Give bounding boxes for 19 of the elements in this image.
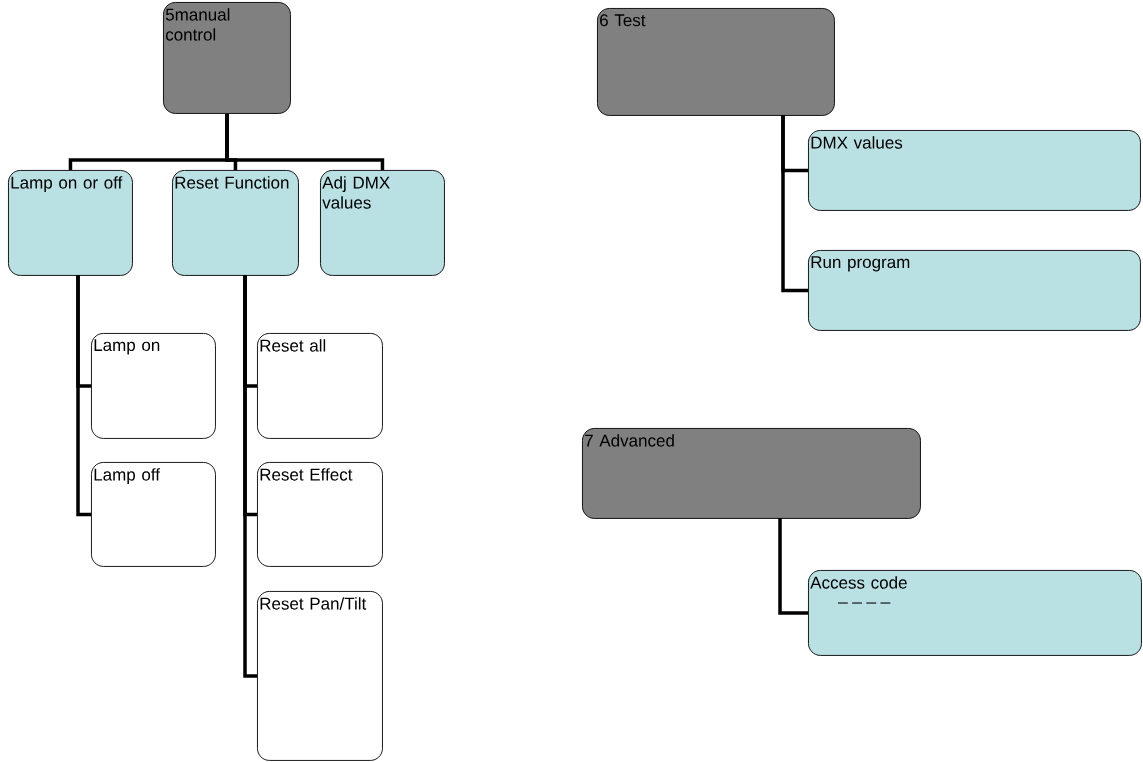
menu-item-box: Run program (808, 250, 1141, 331)
connector (225, 113, 385, 170)
option-box: Reset all (257, 333, 383, 439)
menu-item-box: Adj DMX values (320, 170, 445, 276)
option-box: Lamp off (91, 462, 216, 567)
connector (76, 275, 91, 517)
menu-box: 7 Advanced (582, 428, 921, 519)
connector (778, 518, 808, 615)
connector (243, 275, 257, 678)
menu-item-box: Reset Function (172, 170, 299, 276)
option-box: Reset Effect (257, 462, 383, 567)
menu-item-box: Lamp on or off (8, 170, 133, 276)
menu-box: 6 Test (597, 8, 835, 116)
option-box: Lamp on (91, 333, 216, 439)
menu-item-box: Access code _ _ _ _ (808, 569, 1142, 656)
menu-box: 5manual control (163, 2, 291, 114)
menu-item-box: DMX values (808, 130, 1141, 211)
connector (781, 115, 808, 293)
option-box: Reset Pan/Tilt (257, 590, 383, 761)
